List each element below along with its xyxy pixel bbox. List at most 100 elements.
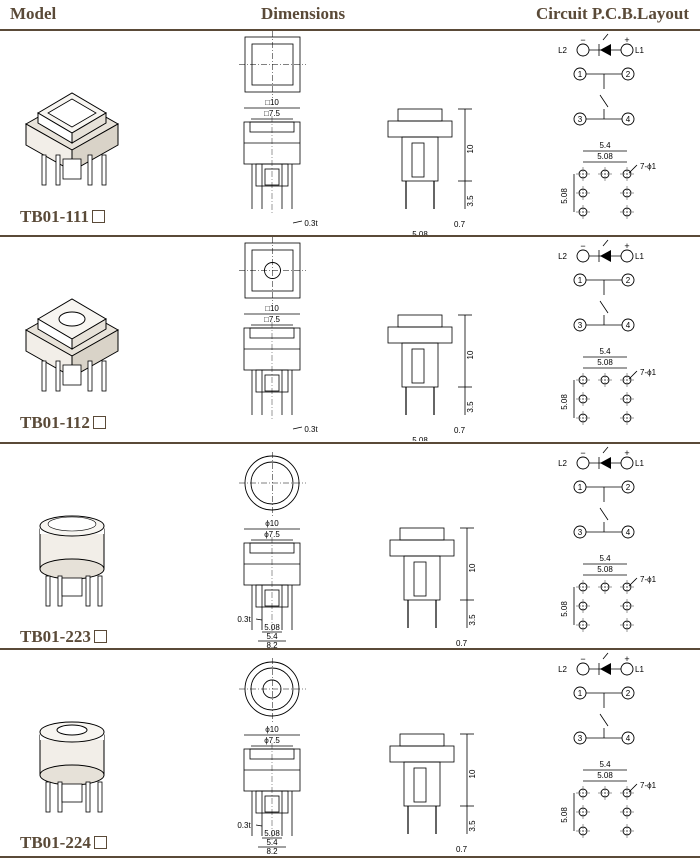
- dim-pin-thickness: 0.3t: [304, 425, 318, 434]
- pcb-layout: 5.45.087-ϕ15.08: [560, 554, 657, 632]
- led-terminal-l1: L1: [635, 252, 644, 261]
- led-plus-sign: +: [624, 448, 629, 458]
- switch-contact: [599, 507, 609, 521]
- terminal-label-2: 2: [626, 483, 631, 492]
- dim-side-pitch: 5.08: [412, 436, 428, 441]
- terminal-label-1: 1: [578, 689, 583, 698]
- header-divider: [0, 29, 700, 31]
- dim-body-width: 8.2: [266, 641, 278, 648]
- dim-leader: [292, 220, 303, 224]
- side-cap: [399, 733, 445, 747]
- model-suffix-box: [92, 416, 106, 429]
- row-drawings: □10□7.50.3t5.085.48.2103.50.75.08−+L2L11…: [24, 237, 657, 441]
- led-terminal: [576, 662, 590, 676]
- side-led: [411, 348, 425, 384]
- dim-height: 10: [468, 563, 477, 572]
- terminal-label-1: 1: [578, 276, 583, 285]
- switch-pin: [101, 154, 107, 186]
- pcb-layout: 5.45.087-ϕ15.08: [560, 347, 657, 425]
- top-view: [239, 452, 306, 516]
- side-housing: [401, 136, 439, 182]
- table-bottom-rule: [0, 856, 700, 858]
- model-suffix-box: [91, 210, 105, 223]
- terminal-label-4: 4: [626, 734, 631, 743]
- switch-pin: [57, 575, 63, 607]
- row-drawings: ϕ10ϕ7.50.3t5.085.48.2103.50.75.08−+L2L11…: [39, 652, 657, 854]
- side-body: [387, 326, 453, 344]
- terminal-label-3: 3: [578, 734, 583, 743]
- side-led: [411, 142, 425, 178]
- product-row: □10□7.50.3t5.085.48.2103.50.75.08−+L2L11…: [0, 237, 700, 441]
- led-terminal: [620, 43, 634, 57]
- side-led: [413, 767, 427, 803]
- model-number: TB01-223: [20, 627, 91, 646]
- led-diode-symbol: [600, 44, 611, 56]
- dim-pin-pitch: 5.08: [264, 623, 280, 632]
- switch-pin: [55, 360, 61, 392]
- model-label: TB01-112: [20, 413, 106, 433]
- pcb-dim-span: 5.4: [599, 141, 611, 150]
- led-minus-sign: −: [580, 448, 585, 458]
- switch-cap-side: [71, 318, 107, 350]
- led-terminal-l1: L1: [635, 46, 644, 55]
- switch-pin: [97, 575, 103, 607]
- front-view: □10□7.50.3t5.085.48.2: [243, 98, 318, 235]
- pcb-holes-label: 7-ϕ1: [640, 575, 657, 584]
- dim-leader: [255, 824, 263, 827]
- switch-contact: [599, 94, 609, 108]
- product-row: □10□7.50.3t5.085.48.2103.50.75.08−+L2L11…: [0, 31, 700, 235]
- terminal-label-3: 3: [578, 115, 583, 124]
- dim-pin-width: 0.7: [456, 639, 468, 648]
- top-view: [239, 237, 306, 304]
- side-housing: [403, 555, 441, 601]
- model-label: TB01-111: [20, 207, 105, 227]
- dim-pin-span: 5.4: [266, 632, 278, 641]
- side-body: [389, 539, 455, 557]
- side-view: 103.50.75.08: [389, 527, 477, 648]
- side-view: 103.50.75.08: [389, 733, 477, 854]
- switch-pin: [41, 360, 47, 392]
- switch-contact: [599, 300, 609, 314]
- dim-height: 10: [466, 144, 475, 153]
- switch-pin: [57, 781, 63, 813]
- terminal-label-2: 2: [626, 276, 631, 285]
- terminal-label-2: 2: [626, 70, 631, 79]
- switch-cap-side: [71, 112, 107, 144]
- pcb-dim-span: 5.4: [599, 347, 611, 356]
- model-label: TB01-223: [20, 627, 107, 647]
- pcb-holes-label: 7-ϕ1: [640, 368, 657, 377]
- led-plus-sign: +: [624, 241, 629, 251]
- led-diode-symbol: [600, 457, 611, 469]
- dim-pin-length: 3.5: [468, 820, 477, 832]
- terminal-label-4: 4: [626, 115, 631, 124]
- led-terminal-l1: L1: [635, 459, 644, 468]
- pcb-dim-row-pitch: 5.08: [560, 188, 569, 204]
- pcb-layout: 5.45.087-ϕ15.08: [560, 141, 657, 219]
- led-minus-sign: −: [580, 654, 585, 664]
- led-diode-symbol: [600, 250, 611, 262]
- led-minus-sign: −: [580, 241, 585, 251]
- led-light-ray: [602, 239, 609, 247]
- pcb-dim-pitch: 5.08: [597, 152, 613, 161]
- pcb-dim-span: 5.4: [599, 554, 611, 563]
- top-view: [239, 31, 306, 98]
- dim-pin-width: 0.7: [454, 220, 466, 229]
- terminal-label-4: 4: [626, 528, 631, 537]
- switch-pin: [45, 575, 51, 607]
- side-view: 103.50.75.08: [387, 108, 475, 235]
- dim-pin-length: 3.5: [468, 614, 477, 626]
- pcb-layout: 5.45.087-ϕ15.08: [560, 760, 657, 838]
- pcb-dim-pitch: 5.08: [597, 771, 613, 780]
- switch-pin: [101, 360, 107, 392]
- switch-illustration: [39, 721, 105, 813]
- switch-illustration: [24, 92, 120, 186]
- pcb-dim-pitch: 5.08: [597, 358, 613, 367]
- switch-housing: [62, 158, 82, 180]
- product-row: ϕ10ϕ7.50.3t5.085.48.2103.50.75.08−+L2L11…: [0, 650, 700, 854]
- side-led: [413, 561, 427, 597]
- terminal-label-3: 3: [578, 321, 583, 330]
- dim-body-width: 8.2: [266, 847, 278, 854]
